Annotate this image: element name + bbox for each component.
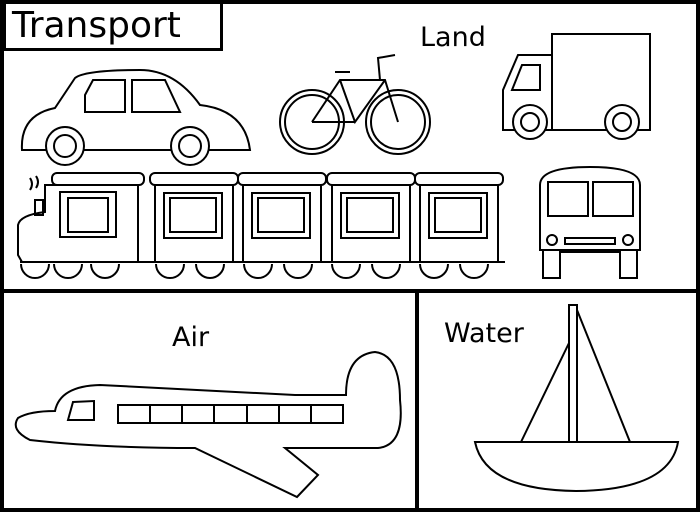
train-car-window: [340, 192, 400, 239]
bicycle-drawing: [279, 54, 431, 155]
train-car-roof: [237, 172, 327, 186]
train-car-roof: [149, 172, 239, 186]
train-wheel: [155, 263, 185, 279]
water-label: Water: [444, 318, 524, 349]
train-wheel: [419, 263, 449, 279]
train-wheel: [243, 263, 273, 279]
train-car-window: [163, 192, 223, 239]
train-car-roof: [326, 172, 416, 186]
train-car-window-inner: [434, 197, 482, 233]
land-label: Land: [420, 22, 486, 53]
train-wheel: [283, 263, 313, 279]
car-drawing: [20, 68, 252, 166]
train-drawing: [17, 172, 505, 279]
train-wheel: [20, 263, 50, 279]
train-car-roof: [414, 172, 504, 186]
train-car-window-inner: [257, 197, 305, 233]
bus-drawing: [539, 165, 641, 279]
train-wheel: [459, 263, 489, 279]
truck-drawing: [502, 33, 651, 140]
train-wheel: [331, 263, 361, 279]
train-wheel: [90, 263, 120, 279]
train-wheel: [195, 263, 225, 279]
train-car-window-inner: [346, 197, 394, 233]
train-car-window-inner: [169, 197, 217, 233]
airplane-drawing: [14, 350, 402, 499]
train-car-window: [428, 192, 488, 239]
sailboat-drawing: [473, 304, 680, 493]
train-car-window: [251, 192, 311, 239]
air-label: Air: [172, 322, 210, 353]
train-wheel: [53, 263, 83, 279]
page-title: Transport: [3, 1, 223, 51]
train-wheel: [371, 263, 401, 279]
